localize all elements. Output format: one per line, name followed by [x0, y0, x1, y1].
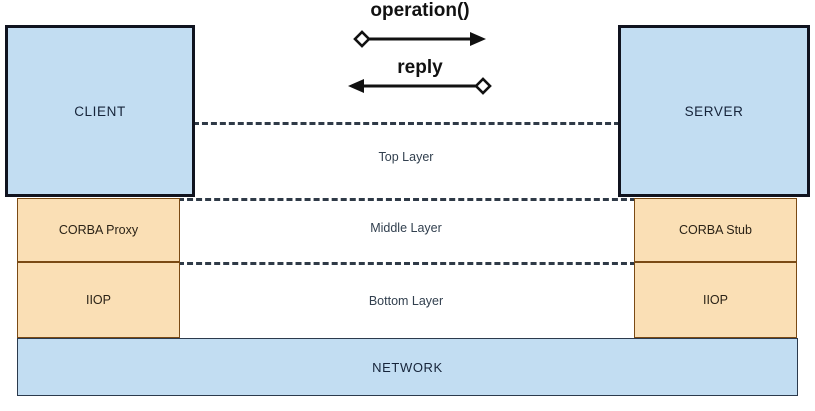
client-box[interactable]: CLIENT: [5, 25, 195, 197]
layer-label-top: Top Layer: [378, 150, 434, 164]
server-corba-stub-box[interactable]: CORBA Stub: [634, 198, 797, 262]
layer-separator-upper: [178, 198, 636, 201]
client-iiop-box[interactable]: IIOP: [17, 262, 180, 338]
network-box[interactable]: NETWORK: [17, 338, 798, 396]
server-box[interactable]: SERVER: [618, 25, 810, 197]
client-corba-proxy-label: CORBA Proxy: [58, 223, 139, 237]
client-iiop-label: IIOP: [85, 293, 111, 307]
operation-arrowhead-icon: [470, 32, 486, 46]
layer-label-middle: Middle Layer: [370, 221, 442, 235]
reply-arrowhead-icon: [348, 79, 364, 93]
layer-separator-top: [193, 122, 620, 125]
server-corba-stub-label: CORBA Stub: [679, 223, 752, 237]
message-arrows: [348, 30, 492, 95]
reply-message-label: reply: [397, 57, 443, 78]
reply-diamond-icon: [474, 77, 492, 95]
server-iiop-box[interactable]: IIOP: [634, 262, 797, 338]
client-corba-proxy-box[interactable]: CORBA Proxy: [17, 198, 180, 262]
server-iiop-label: IIOP: [702, 293, 728, 307]
network-label: NETWORK: [372, 359, 443, 375]
reply-arrow: [348, 77, 492, 95]
server-label: SERVER: [684, 103, 744, 119]
operation-arrow: [353, 30, 486, 48]
operation-diamond-icon: [353, 30, 371, 48]
layer-separator-middle: [178, 262, 636, 265]
operation-message-label: operation(): [370, 0, 470, 21]
layer-label-bottom: Bottom Layer: [368, 294, 444, 308]
client-label: CLIENT: [74, 103, 126, 119]
